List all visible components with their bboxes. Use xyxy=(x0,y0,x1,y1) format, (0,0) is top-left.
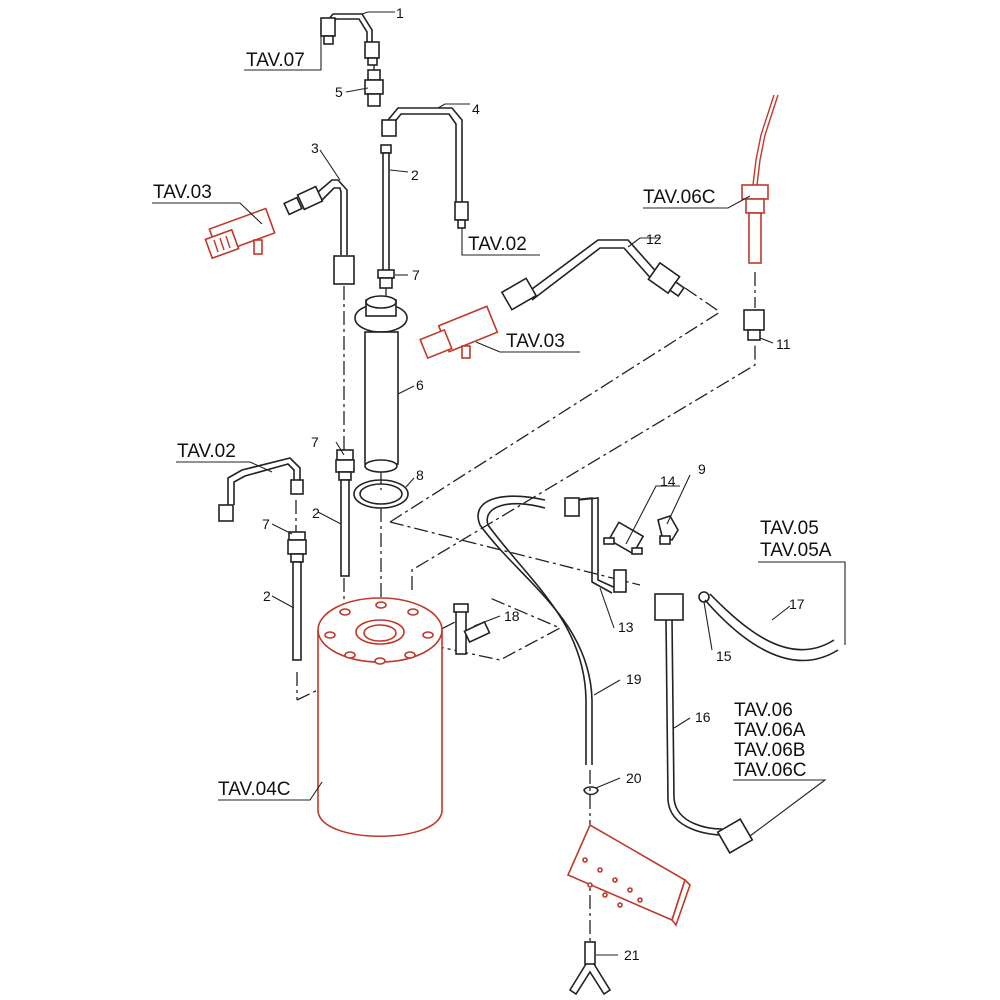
pipe-part-1 xyxy=(320,13,380,66)
callout-20: 20 xyxy=(626,770,642,786)
label-tav02-top: TAV.02 xyxy=(468,234,527,255)
callout-1: 1 xyxy=(396,5,404,21)
callout-7-middle: 7 xyxy=(311,434,319,450)
callout-2-upper: 2 xyxy=(411,167,419,183)
clamp-part-15 xyxy=(698,591,710,603)
fitting-part-7-middle xyxy=(335,449,355,481)
label-tav06: TAV.06 xyxy=(734,700,793,721)
callout-12: 12 xyxy=(646,231,662,247)
callout-16: 16 xyxy=(695,709,711,725)
fitting-part-7-top xyxy=(377,269,395,289)
callout-8: 8 xyxy=(416,467,424,483)
tav06c-probe xyxy=(741,94,779,264)
hose-part-19 xyxy=(477,495,593,765)
callout-7-lower: 7 xyxy=(262,516,270,532)
callout-15: 15 xyxy=(716,648,732,664)
fitting-part-11 xyxy=(743,309,765,341)
callout-18: 18 xyxy=(504,608,520,624)
rod-part-2-lower xyxy=(292,561,302,661)
callout-14: 14 xyxy=(660,473,676,489)
fitting-part-7-lower xyxy=(287,531,307,563)
tav03-mid-component xyxy=(419,305,499,360)
callouts: 1 2 2 2 3 4 5 6 7 7 7 8 9 11 12 13 14 15… xyxy=(262,5,805,963)
tav02-left-pipe xyxy=(218,457,304,522)
tube-part-13 xyxy=(564,497,627,594)
pipe-part-12 xyxy=(500,239,686,311)
label-tav05a: TAV.05A xyxy=(760,540,832,561)
label-tav05: TAV.05 xyxy=(760,518,819,539)
clip-part-20 xyxy=(583,786,599,796)
callout-21: 21 xyxy=(624,947,640,963)
label-tav06a: TAV.06A xyxy=(734,720,806,741)
label-tav06c-bottom: TAV.06C xyxy=(734,760,807,781)
label-tav07: TAV.07 xyxy=(246,50,305,71)
tee-part-18 xyxy=(453,603,491,655)
tav-labels: TAV.07 TAV.03 TAV.02 TAV.06C TAV.03 TAV.… xyxy=(153,50,832,800)
callout-2-middle: 2 xyxy=(312,505,320,521)
filter-part-6 xyxy=(354,295,408,473)
callout-19: 19 xyxy=(626,671,642,687)
cable-part-16 xyxy=(654,593,754,854)
callout-13: 13 xyxy=(618,619,634,635)
callout-11: 11 xyxy=(776,336,791,352)
y-connector-part-21 xyxy=(568,941,612,996)
hose-part-17 xyxy=(704,593,839,662)
label-tav04c: TAV.04C xyxy=(218,779,291,800)
callout-6: 6 xyxy=(416,377,424,393)
rod-part-2-middle xyxy=(340,479,350,577)
label-tav03-mid: TAV.03 xyxy=(506,331,565,352)
label-tav02-left: TAV.02 xyxy=(177,441,236,462)
pipe-part-4 xyxy=(381,107,469,229)
tav04c-boiler xyxy=(317,597,443,838)
callout-9: 9 xyxy=(698,461,706,477)
o-ring-part-8 xyxy=(353,479,409,509)
label-tav03-top: TAV.03 xyxy=(153,182,212,203)
label-tav06b: TAV.06B xyxy=(734,740,805,761)
valve-part-14 xyxy=(603,521,645,555)
callout-7-top: 7 xyxy=(412,267,420,283)
leader-lines xyxy=(152,11,846,956)
drip-tray xyxy=(566,823,691,927)
callout-5: 5 xyxy=(335,84,343,100)
callout-2-lower: 2 xyxy=(263,588,271,604)
fitting-part-5 xyxy=(364,69,384,107)
callout-4: 4 xyxy=(472,101,480,117)
callout-3: 3 xyxy=(311,140,319,156)
label-tav06c-top: TAV.06C xyxy=(643,187,716,208)
pipe-part-3 xyxy=(283,179,355,285)
tav03-top-component xyxy=(204,207,276,260)
elbow-part-9 xyxy=(657,515,679,545)
callout-17: 17 xyxy=(789,596,805,612)
rod-part-2-upper xyxy=(380,144,392,274)
